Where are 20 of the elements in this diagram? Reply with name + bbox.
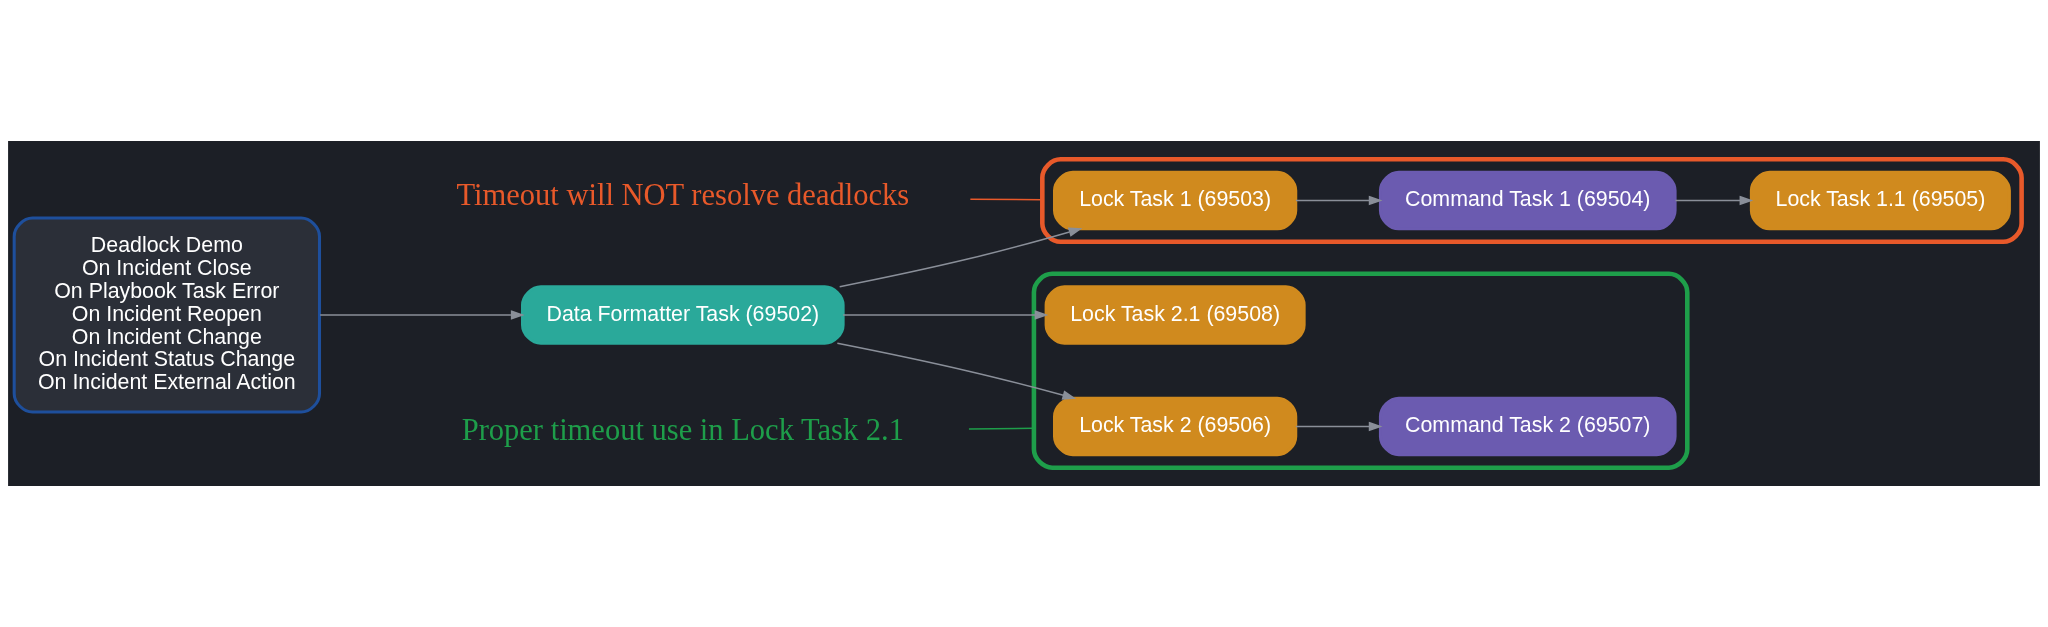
node-box: Command Task 2 (69507) — [1378, 396, 1677, 457]
arrow — [1295, 421, 1383, 432]
arrow — [836, 342, 1077, 400]
node-box: Deadlock Demo On Incident Close On Playbook Task Error On Incident Reopen On Incident Change On Incident Status Change On Incident External Action — [12, 216, 322, 414]
node-box: Command Task 1 (69504) — [1378, 170, 1677, 231]
connector — [969, 198, 1044, 201]
node-box: Lock Task 2 (69506) — [1053, 396, 1298, 457]
node-text: Timeout will NOT resolve deadlocks — [456, 178, 910, 213]
node-box: Data Formatter Task (69502) — [521, 285, 845, 345]
arrow — [1674, 195, 1754, 206]
cluster — [1040, 157, 2024, 245]
node-box: Lock Task 2.1 (69508) — [1044, 285, 1306, 345]
node-box: Lock Task 1 (69503) — [1053, 170, 1298, 231]
arrow — [1295, 195, 1383, 206]
connector — [968, 427, 1035, 430]
arrow — [838, 227, 1083, 288]
node-text: Proper timeout use in Lock Task 2.1 — [461, 413, 904, 448]
arrow — [319, 310, 525, 320]
node-box: Lock Task 1.1 (69505) — [1749, 170, 2011, 231]
arrow — [842, 310, 1049, 320]
